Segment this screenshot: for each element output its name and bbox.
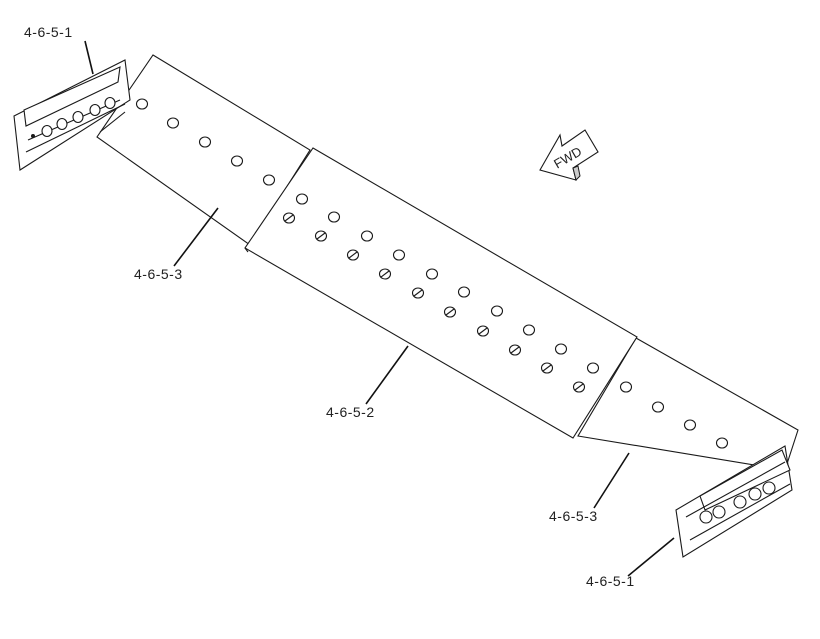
left-cutting-edge-holes xyxy=(135,98,276,186)
left-end-bit xyxy=(13,59,131,171)
right-cutting-edge-holes xyxy=(619,381,729,449)
right-end-bit xyxy=(675,445,793,558)
callout-cutting-edge-center: 4-6-5-2 xyxy=(326,404,375,420)
callout-cutting-edge-right: 4-6-5-3 xyxy=(549,508,598,524)
left-end-bit-bolts xyxy=(31,96,116,138)
center-cutting-edge-holes-upper xyxy=(295,193,600,374)
center-cutting-edge-bolts xyxy=(282,212,586,393)
center-cutting-edge xyxy=(244,147,638,439)
right-end-bit-bolts xyxy=(699,481,776,524)
callout-cutting-edge-left: 4-6-5-3 xyxy=(134,266,183,282)
fwd-arrow-icon: FWD xyxy=(539,129,599,181)
callout-end-bit-right: 4-6-5-1 xyxy=(586,573,635,589)
callout-end-bit-left: 4-6-5-1 xyxy=(24,24,73,40)
leader-lines xyxy=(84,40,675,577)
